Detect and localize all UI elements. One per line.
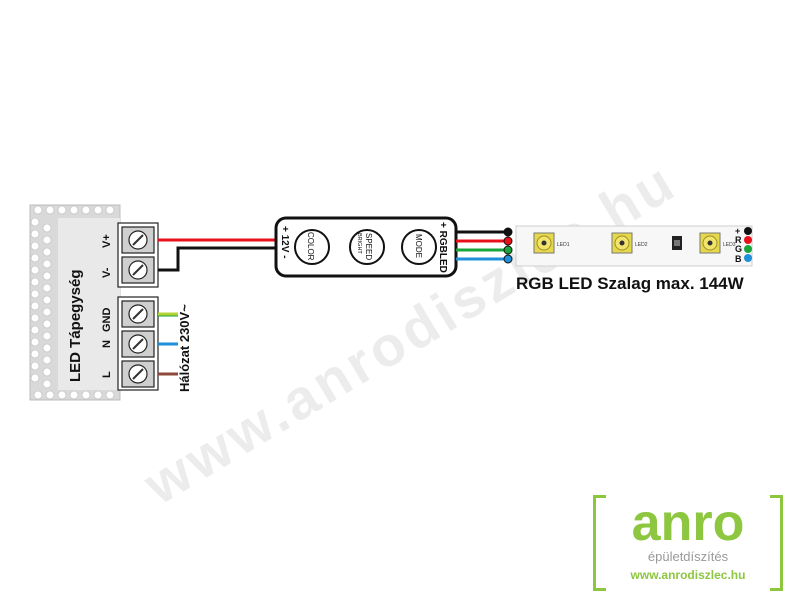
strip-pin-plus: +: [735, 226, 740, 236]
rgb-controller: + 12V - + RGBLED COLOR SPEED BRIGHT MODE: [274, 216, 458, 278]
anro-logo: anro épületdíszítés www.anrodiszlec.hu: [593, 494, 783, 591]
terminal-label-l: L: [101, 371, 113, 378]
strip-pin-b: B: [735, 254, 742, 264]
led3-label: LED3: [723, 242, 736, 248]
mains-label: Hálózat 230V~: [177, 304, 192, 392]
terminal-block: [117, 222, 159, 391]
led1-label: LED1: [557, 242, 570, 248]
color-button[interactable]: [294, 229, 330, 265]
logo-bracket-left: [593, 495, 606, 591]
strip-pin-g: G: [735, 244, 742, 254]
logo-tagline: épületdíszítés: [647, 549, 729, 564]
power-supply: LED Tápegység V+ V- GND N L: [29, 204, 121, 401]
mode-button[interactable]: [401, 229, 437, 265]
wire-terminals: [503, 227, 513, 264]
terminal-label-n: N: [101, 340, 113, 348]
terminal-label-vplus: V+: [101, 234, 113, 248]
led2-label: LED2: [635, 242, 648, 248]
strip-pin-r: R: [735, 235, 742, 245]
terminal-label-vminus: V-: [101, 267, 113, 278]
strip-caption: RGB LED Szalag max. 144W: [516, 274, 745, 293]
logo-url[interactable]: www.anrodiszlec.hu: [630, 568, 746, 582]
speed-button-sublabel: BRIGHT: [356, 233, 362, 254]
speed-button[interactable]: [349, 229, 385, 265]
led-strip: LED1 LED2 LED3 + R G B: [515, 225, 753, 267]
controller-output-label: + RGBLED: [437, 222, 448, 273]
color-button-label: COLOR: [306, 232, 315, 261]
mode-button-label: MODE: [414, 234, 423, 258]
logo-word: anro: [631, 494, 745, 552]
controller-input-label: + 12V -: [279, 226, 290, 259]
dc-wires: [158, 238, 278, 272]
speed-button-label: SPEED: [364, 233, 373, 260]
logo-bracket-right: [770, 495, 783, 591]
mains-wires: [158, 312, 178, 376]
terminal-label-gnd: GND: [101, 308, 113, 333]
rgb-wires: [456, 230, 506, 261]
power-supply-title: LED Tápegység: [67, 269, 84, 382]
